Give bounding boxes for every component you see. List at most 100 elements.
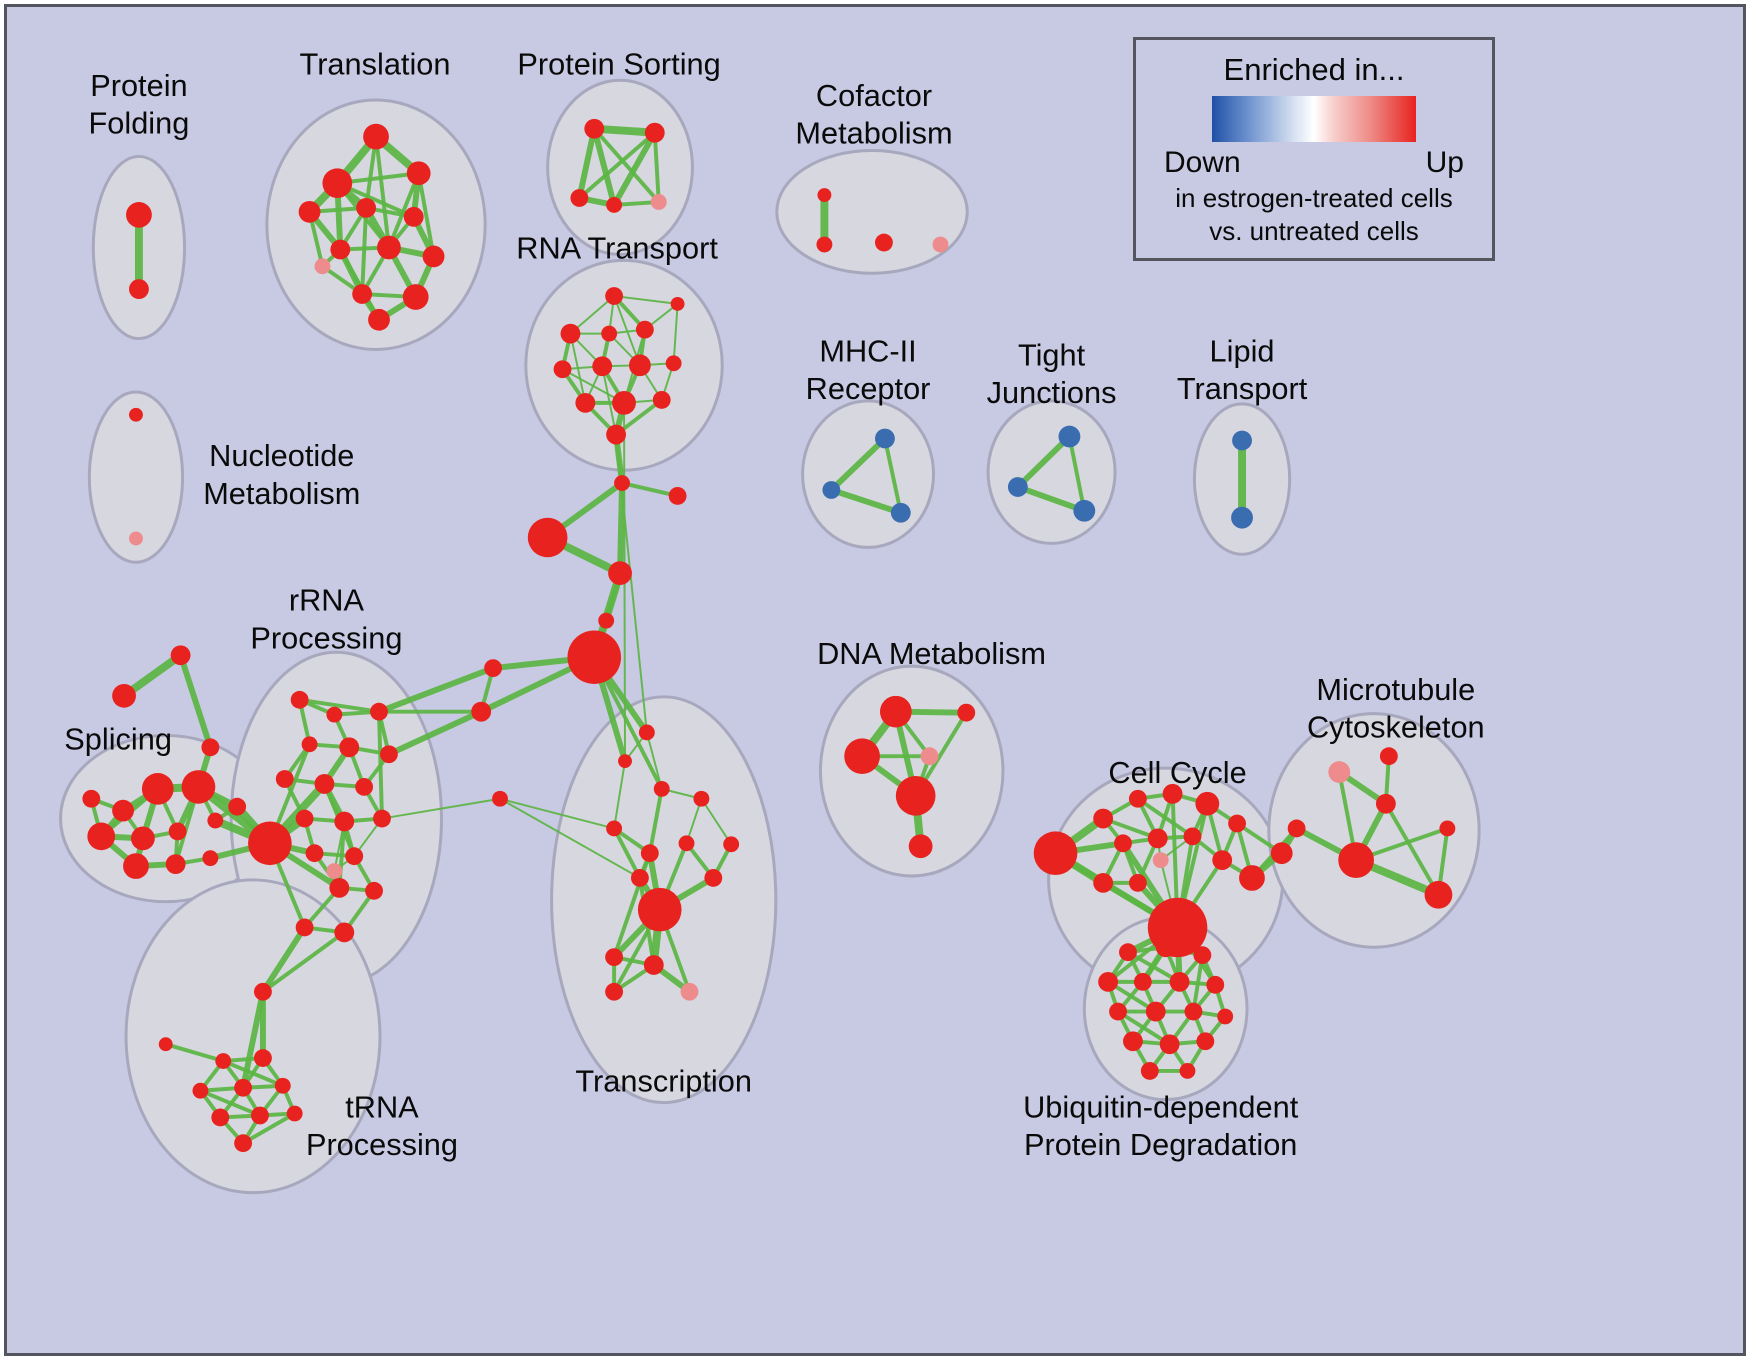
edge bbox=[652, 130, 661, 204]
node bbox=[957, 703, 976, 722]
node bbox=[168, 822, 187, 841]
node bbox=[567, 630, 622, 684]
edge bbox=[647, 786, 664, 856]
node bbox=[817, 188, 832, 202]
cluster-label-ubiquitin-protein-degradation: Protein Degradation bbox=[1024, 1127, 1297, 1162]
node bbox=[1193, 946, 1212, 965]
node bbox=[1128, 873, 1147, 892]
node bbox=[1212, 850, 1233, 871]
node bbox=[1183, 827, 1202, 846]
edge bbox=[592, 126, 661, 204]
node bbox=[640, 844, 659, 863]
node bbox=[290, 690, 309, 709]
node bbox=[895, 776, 936, 816]
node bbox=[330, 239, 351, 260]
node bbox=[471, 701, 492, 722]
node bbox=[403, 206, 424, 227]
edge bbox=[163, 1042, 226, 1064]
node bbox=[339, 737, 360, 758]
legend-caption-line1: in estrogen-treated cells bbox=[1175, 183, 1453, 213]
cluster-label-protein-folding: Protein bbox=[90, 68, 187, 103]
node bbox=[844, 738, 880, 775]
edge bbox=[828, 487, 904, 516]
node bbox=[1184, 1002, 1203, 1021]
node bbox=[314, 774, 335, 794]
node bbox=[1007, 477, 1028, 497]
node bbox=[1328, 761, 1351, 783]
edge bbox=[260, 930, 347, 994]
cluster-label-microtubule-cytoskeleton: Microtubule bbox=[1316, 672, 1475, 707]
node bbox=[605, 982, 624, 1001]
node bbox=[1424, 880, 1453, 909]
node bbox=[295, 918, 314, 937]
node bbox=[1231, 506, 1253, 529]
node bbox=[1162, 783, 1183, 804]
node bbox=[606, 424, 627, 445]
edge bbox=[591, 125, 618, 208]
node bbox=[920, 747, 939, 766]
edge bbox=[1014, 433, 1073, 490]
node bbox=[875, 428, 895, 449]
node bbox=[82, 789, 101, 808]
node bbox=[693, 790, 710, 807]
node bbox=[1145, 1001, 1166, 1022]
node bbox=[334, 811, 355, 832]
edge bbox=[1067, 434, 1087, 513]
node bbox=[1114, 834, 1132, 853]
node bbox=[653, 780, 670, 797]
node bbox=[123, 853, 149, 879]
node bbox=[301, 736, 318, 753]
node bbox=[1375, 793, 1396, 814]
legend-axis-labels: Down Up bbox=[1164, 146, 1464, 180]
node bbox=[141, 773, 174, 805]
edge bbox=[376, 665, 497, 715]
node bbox=[251, 1106, 269, 1125]
cluster-label-cofactor-metabolism: Metabolism bbox=[795, 116, 952, 151]
node bbox=[606, 820, 623, 837]
node bbox=[875, 233, 893, 252]
node bbox=[356, 198, 377, 218]
node bbox=[822, 481, 841, 499]
cluster-label-lipid-transport: Transport bbox=[1177, 371, 1308, 406]
edge bbox=[259, 924, 308, 995]
node bbox=[298, 200, 321, 223]
node bbox=[723, 836, 740, 853]
node bbox=[704, 869, 723, 887]
node bbox=[605, 948, 624, 967]
node bbox=[234, 1134, 253, 1153]
node bbox=[129, 531, 143, 546]
node bbox=[1140, 1062, 1159, 1080]
node bbox=[643, 955, 664, 975]
node bbox=[484, 659, 503, 678]
node bbox=[1270, 842, 1293, 865]
cluster-label-tight-junctions: Tight bbox=[1018, 337, 1086, 372]
legend-down-label: Down bbox=[1164, 146, 1241, 179]
node bbox=[228, 797, 247, 816]
node bbox=[377, 235, 401, 260]
legend-caption-line2: vs. untreated cells bbox=[1209, 216, 1419, 246]
node bbox=[363, 123, 389, 150]
node bbox=[201, 738, 220, 757]
node bbox=[1439, 820, 1456, 837]
node bbox=[326, 706, 343, 723]
node bbox=[630, 869, 649, 887]
node bbox=[1179, 1063, 1196, 1079]
node bbox=[234, 1078, 253, 1097]
cluster-label-protein-sorting: Protein Sorting bbox=[517, 46, 720, 81]
cluster-label-rrna-processing: rRNA bbox=[289, 583, 365, 618]
node bbox=[202, 850, 219, 867]
node bbox=[1133, 972, 1152, 991]
node bbox=[207, 812, 224, 829]
cluster-label-transcription: Transcription bbox=[575, 1064, 752, 1099]
edge bbox=[882, 436, 903, 515]
edge bbox=[672, 302, 679, 365]
cluster-label-rrna-processing: Processing bbox=[250, 620, 402, 655]
node bbox=[254, 982, 272, 1001]
node bbox=[352, 284, 373, 304]
node bbox=[1228, 814, 1247, 833]
legend: Enriched in... Down Up in estrogen-treat… bbox=[1133, 37, 1495, 261]
edge bbox=[601, 365, 618, 436]
cluster-label-splicing: Splicing bbox=[64, 721, 172, 756]
node bbox=[560, 323, 581, 344]
